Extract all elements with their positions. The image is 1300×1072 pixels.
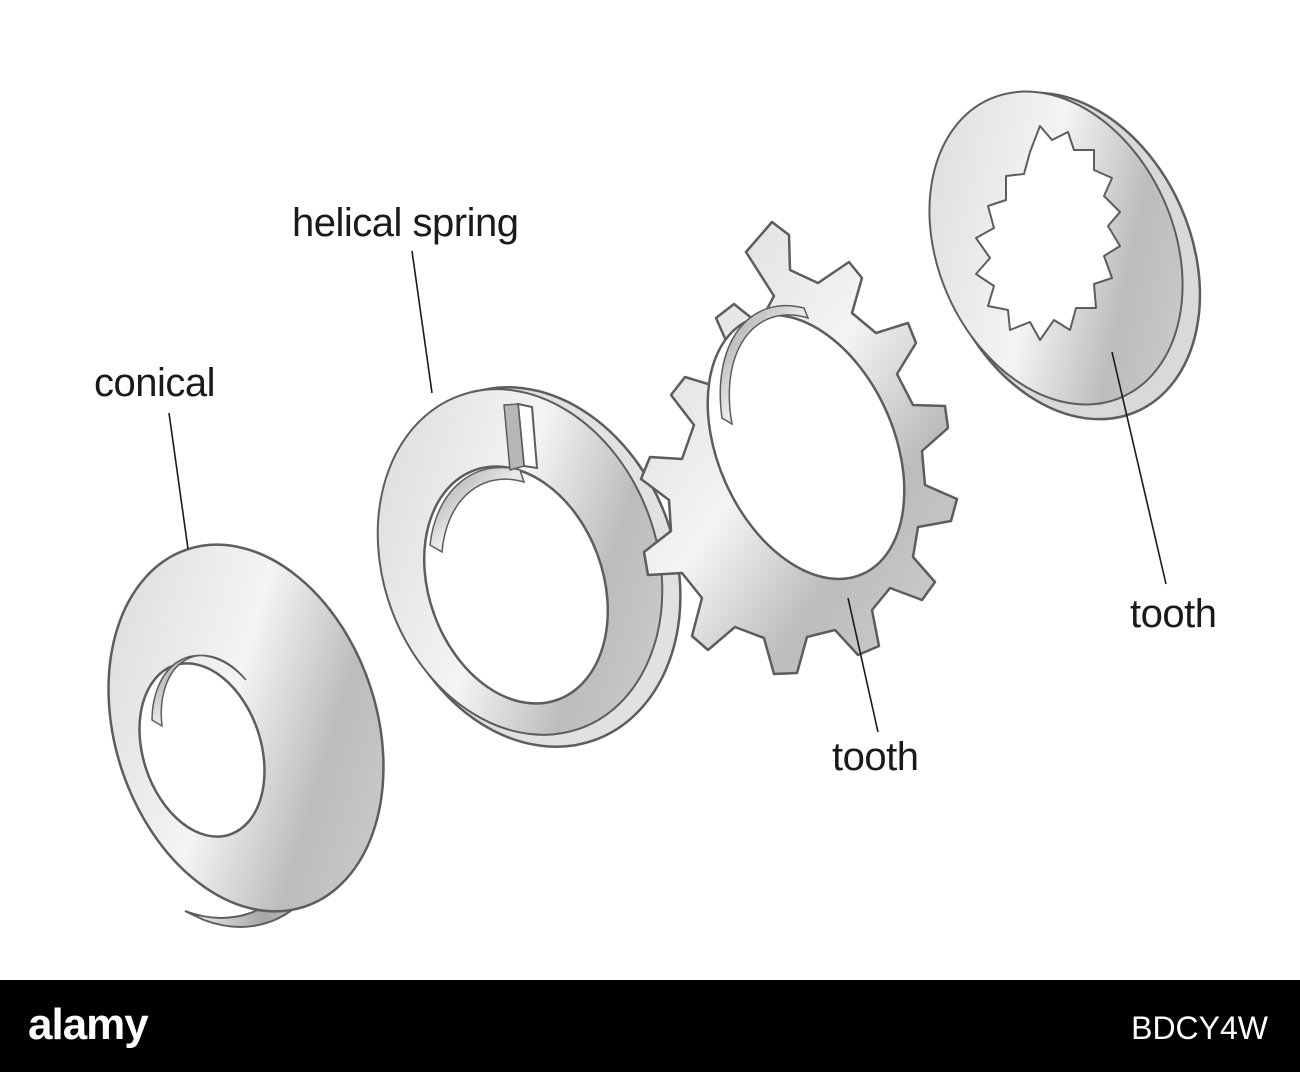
label-tooth-internal: tooth <box>1130 594 1216 634</box>
footer-bar: alamy BDCY4W <box>0 980 1300 1072</box>
external-tooth-washer <box>641 222 957 674</box>
footer-logo: alamy <box>28 1000 148 1050</box>
conical-washer <box>63 509 428 948</box>
internal-tooth-washer <box>882 51 1250 462</box>
label-helical-spring: helical spring <box>292 203 518 243</box>
lock-washers-diagram <box>0 0 1300 980</box>
label-conical: conical <box>94 363 215 403</box>
footer-stock-id: BDCY4W <box>1131 1010 1268 1047</box>
label-tooth-external: tooth <box>832 737 918 777</box>
leader-line-helical <box>412 251 432 393</box>
leader-line-conical <box>169 413 188 549</box>
